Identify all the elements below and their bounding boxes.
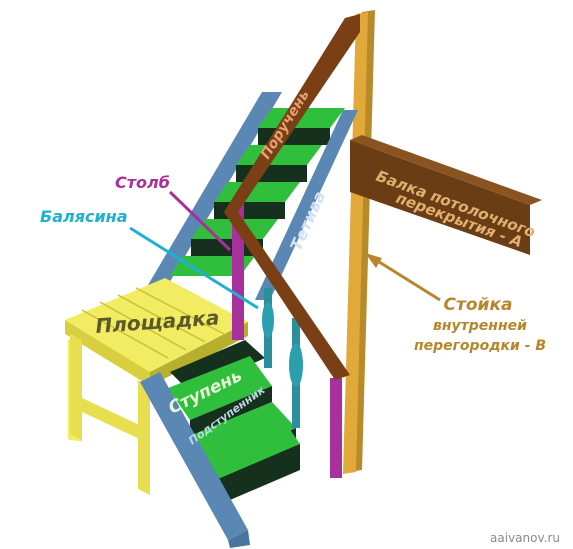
lower-steps [168, 340, 300, 506]
stolb-label: Столб [115, 173, 170, 192]
stolb-leader [168, 190, 232, 252]
front-stringer [255, 110, 358, 300]
balyasina-label: Балясина [40, 207, 128, 226]
handrail [224, 14, 360, 212]
stoyka-arrowhead [365, 253, 382, 268]
stoyka-leader [367, 253, 441, 302]
landing [65, 278, 248, 495]
stoyka-label-line3: перегородки - В [414, 338, 546, 354]
balusters [262, 288, 303, 428]
ceiling-beam [350, 135, 542, 255]
back-stringer [148, 92, 282, 285]
stoyka-label-line2: внутренней [433, 318, 527, 334]
watermark: aaivanov.ru [490, 531, 560, 545]
wall-stud [343, 10, 375, 474]
stoyka-label-line1: Стойка [444, 295, 513, 315]
balyasina-leader [129, 226, 259, 310]
lower-stringer [140, 372, 248, 540]
